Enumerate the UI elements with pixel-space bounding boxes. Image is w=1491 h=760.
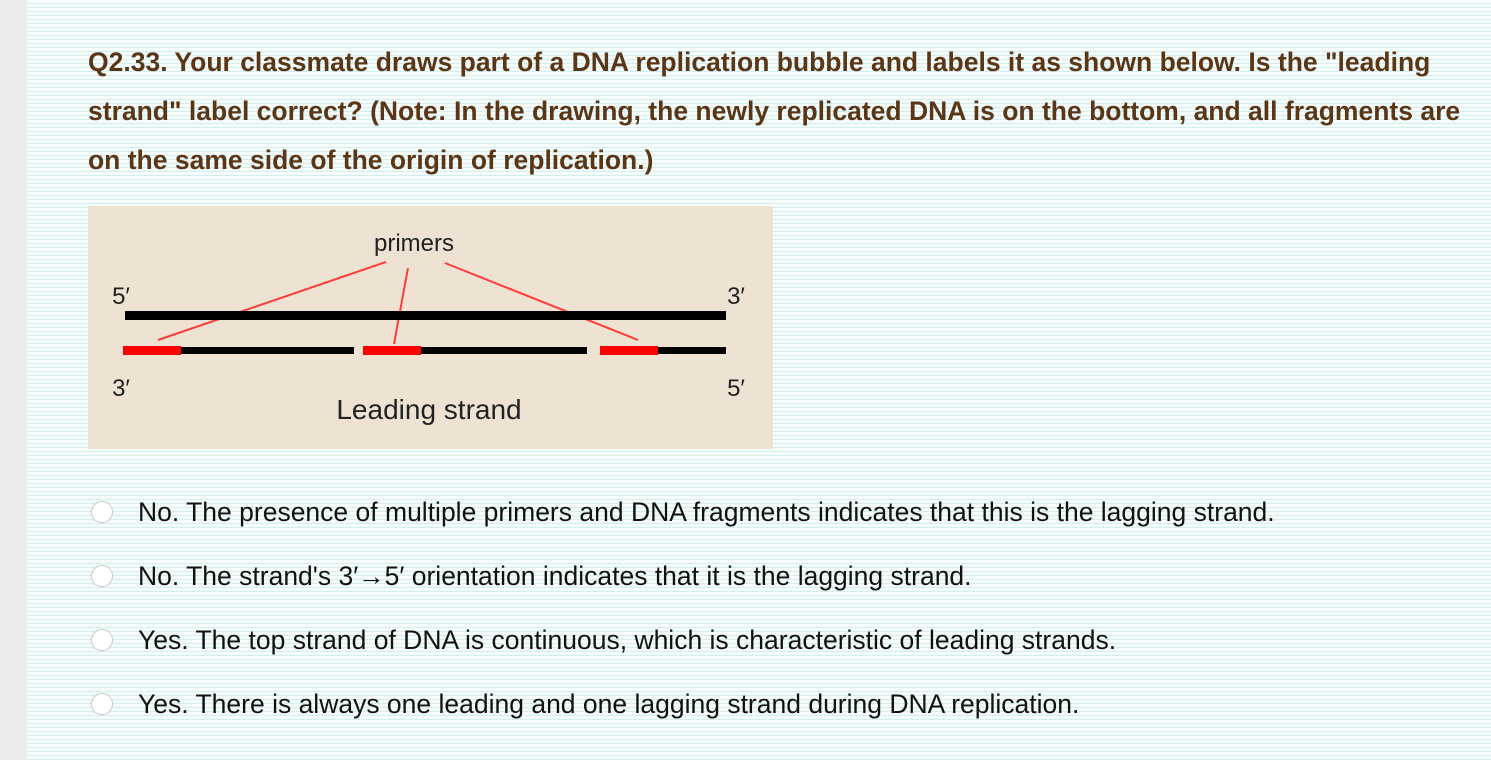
answer-option-1[interactable]: No. The presence of multiple primers and…	[91, 480, 1481, 544]
bottom-right-end-label: 5′	[727, 375, 745, 402]
answer-option-3-radio[interactable]	[91, 629, 113, 651]
leading-strand-label: Leading strand	[336, 394, 521, 425]
answer-option-4-radio[interactable]	[91, 693, 113, 715]
answer-option-4[interactable]: Yes. There is always one leading and one…	[91, 672, 1481, 736]
answer-option-3[interactable]: Yes. The top strand of DNA is continuous…	[91, 608, 1481, 672]
dna-replication-figure: primers 5′ 3′ 3′ 5′ Leading strand	[88, 206, 773, 449]
fragment-1	[181, 347, 354, 354]
fragment-2	[421, 347, 587, 354]
primer-1	[123, 346, 181, 355]
answer-option-1-radio[interactable]	[91, 501, 113, 523]
primer-2	[363, 346, 421, 355]
primer-pointer-line-2	[393, 267, 409, 345]
top-left-end-label: 5′	[112, 283, 130, 310]
top-right-end-label: 3′	[727, 283, 745, 310]
bottom-left-end-label: 3′	[112, 375, 130, 402]
top-strand	[125, 311, 726, 320]
answer-option-4-label[interactable]: Yes. There is always one leading and one…	[138, 688, 1080, 719]
primer-pointer-line-1	[157, 261, 387, 341]
fragment-3	[658, 347, 726, 354]
answer-option-3-label[interactable]: Yes. The top strand of DNA is continuous…	[138, 624, 1117, 655]
left-gutter	[0, 0, 27, 760]
answer-option-2[interactable]: No. The strand's 3′→5′ orientation indic…	[91, 544, 1481, 608]
primer-pointer-line-3	[444, 262, 639, 341]
primer-3	[600, 346, 658, 355]
question-text: Q2.33. Your classmate draws part of a DN…	[88, 47, 1461, 175]
dna-replication-diagram: primers 5′ 3′ 3′ 5′ Leading strand	[112, 230, 745, 425]
answer-option-1-label[interactable]: No. The presence of multiple primers and…	[138, 496, 1275, 527]
answer-option-2-radio[interactable]	[91, 565, 113, 587]
answer-option-2-label[interactable]: No. The strand's 3′→5′ orientation indic…	[138, 560, 972, 591]
answer-options: No. The presence of multiple primers and…	[91, 480, 1481, 736]
primers-label: primers	[374, 230, 454, 257]
